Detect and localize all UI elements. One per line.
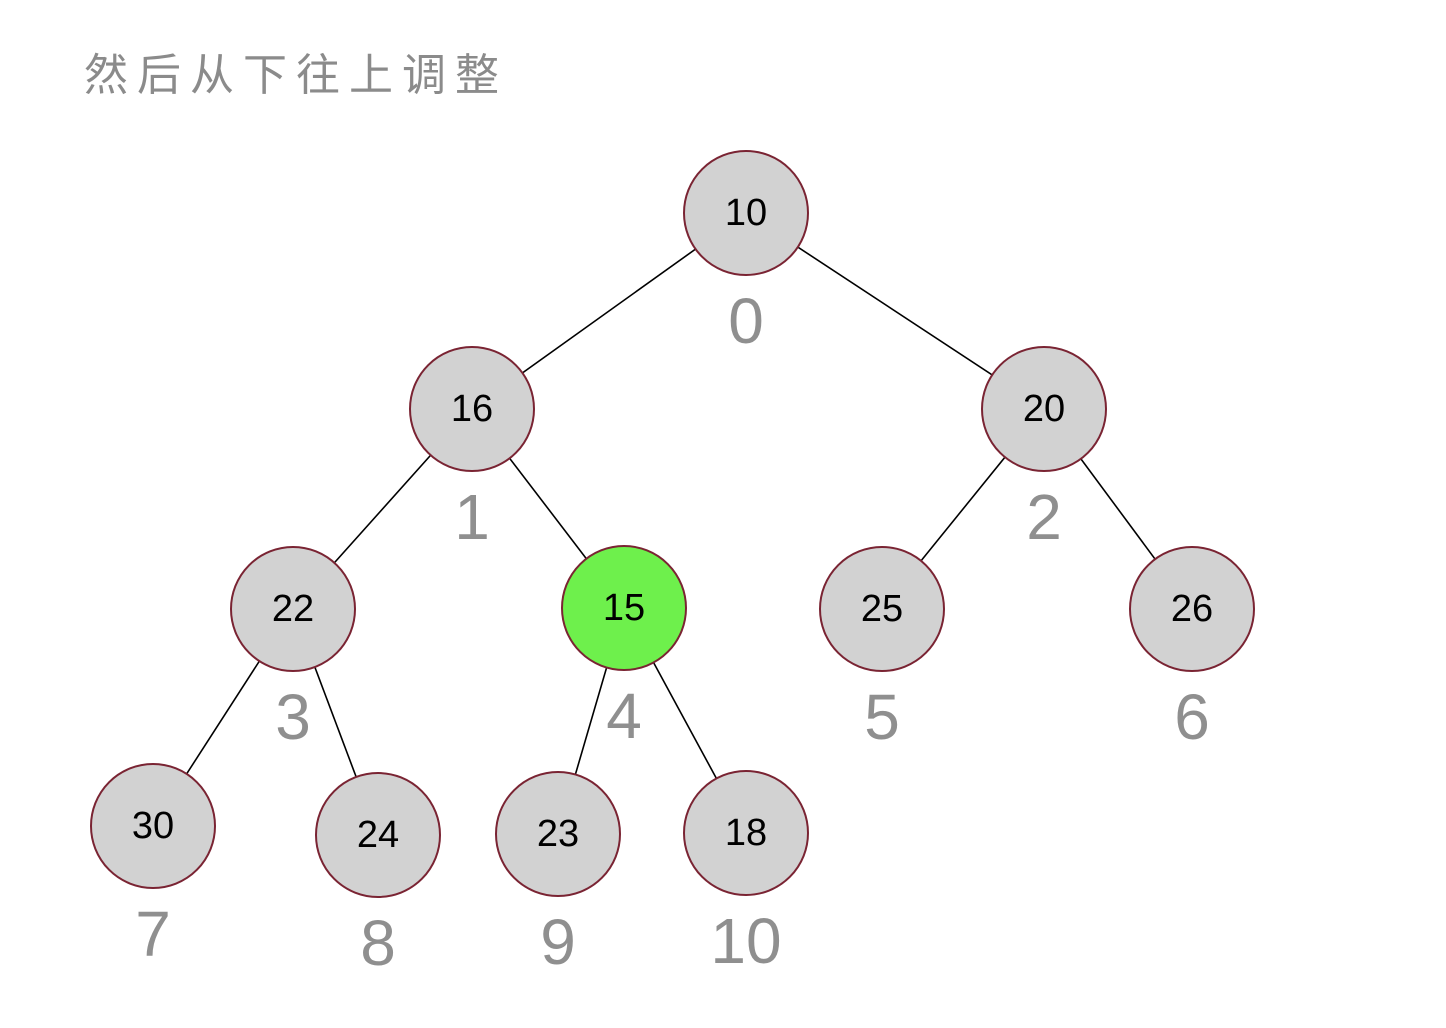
node-index-label: 8	[360, 907, 396, 979]
tree-node-22: 22	[230, 546, 356, 672]
node-value: 10	[724, 192, 768, 234]
node-value: 20	[1022, 388, 1066, 430]
node-value: 15	[602, 587, 646, 629]
node-index-label: 0	[728, 285, 764, 357]
tree-node-18: 18	[683, 770, 809, 896]
node-value: 24	[356, 814, 400, 856]
tree-node-30: 30	[90, 763, 216, 889]
tree-node-15: 15	[561, 545, 687, 671]
node-index-label: 7	[135, 898, 171, 970]
tree-node-25: 25	[819, 546, 945, 672]
tree-node-26: 26	[1129, 546, 1255, 672]
tree-node-16: 16	[409, 346, 535, 472]
node-value: 22	[271, 588, 315, 630]
node-index-label: 10	[710, 905, 782, 977]
tree-node-23: 23	[495, 771, 621, 897]
node-value: 30	[131, 805, 175, 847]
node-index-label: 5	[864, 681, 900, 753]
node-index-label: 9	[540, 906, 576, 978]
node-index-label: 1	[454, 481, 490, 553]
tree-node-10: 10	[683, 150, 809, 276]
node-value: 23	[536, 813, 580, 855]
node-index-label: 4	[606, 680, 642, 752]
tree-node-24: 24	[315, 772, 441, 898]
node-index-label: 2	[1026, 481, 1062, 553]
page-title: 然后从下往上调整	[84, 51, 508, 100]
node-index-label: 3	[275, 681, 311, 753]
node-index-label: 6	[1174, 681, 1210, 753]
node-value: 26	[1170, 588, 1214, 630]
tree-node-20: 20	[981, 346, 1107, 472]
node-value: 18	[724, 812, 768, 854]
node-value: 25	[860, 588, 904, 630]
node-value: 16	[450, 388, 494, 430]
